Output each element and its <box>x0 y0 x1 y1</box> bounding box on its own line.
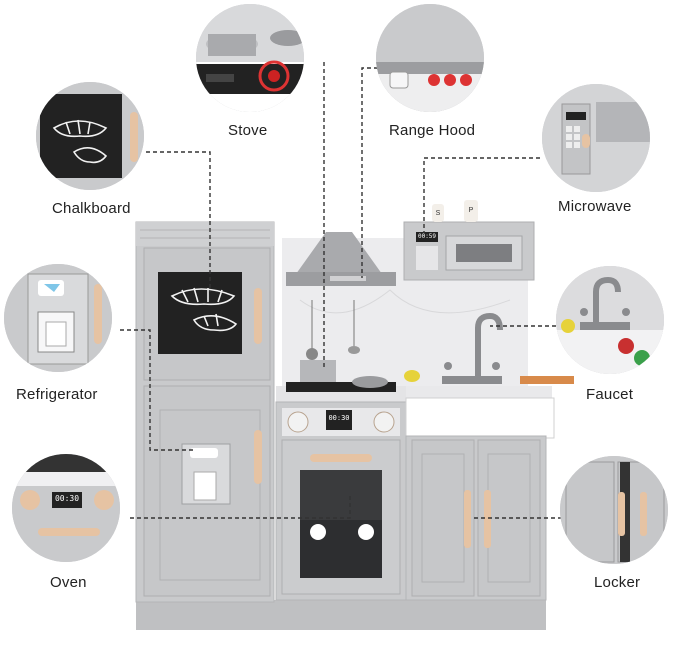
faucet-zoom <box>556 266 664 374</box>
stove-zoom <box>196 4 304 112</box>
locker-label: Locker <box>594 574 641 591</box>
cooktop <box>286 382 396 392</box>
microwave-display-text: 00:59 <box>417 233 437 240</box>
range-hood-zoom <box>376 4 484 112</box>
croissant-drawing <box>170 287 238 332</box>
range-hood-body <box>296 232 382 274</box>
faucet-label: Faucet <box>586 386 634 403</box>
faucet <box>475 312 503 378</box>
sink-front <box>405 397 555 439</box>
locker-handle-left <box>464 490 471 548</box>
locker-zoom <box>560 456 668 564</box>
oven-label: Oven <box>50 574 87 591</box>
oven-zoom: 00:30 <box>12 454 120 562</box>
oven-display <box>326 410 352 430</box>
microwave-label: Microwave <box>558 198 632 215</box>
chalkboard <box>158 272 242 354</box>
refrigerator-top <box>136 222 274 246</box>
stove-label: Stove <box>228 122 268 139</box>
sink-counter <box>406 386 552 400</box>
oven-display-text: 00:30 <box>328 414 350 422</box>
refrigerator-label: Refrigerator <box>16 386 98 403</box>
oven-zoom-display: 00:30 <box>54 494 80 503</box>
fridge-handle <box>254 430 262 484</box>
refrigerator-zoom <box>4 264 112 372</box>
microwave-zoom <box>542 84 650 192</box>
leader-lines <box>120 62 562 519</box>
microwave-display <box>416 232 438 242</box>
oven-handle <box>310 454 372 462</box>
locker-handle-right <box>484 490 491 548</box>
chalkboard-label: Chalkboard <box>52 200 131 217</box>
salt-shaker-letter: S <box>435 210 441 217</box>
freezer-handle <box>254 288 262 344</box>
chalkboard-zoom <box>36 82 144 190</box>
base-plinth <box>136 600 546 630</box>
pepper-shaker-letter: P <box>468 207 474 214</box>
range-hood-label: Range Hood <box>389 122 476 139</box>
